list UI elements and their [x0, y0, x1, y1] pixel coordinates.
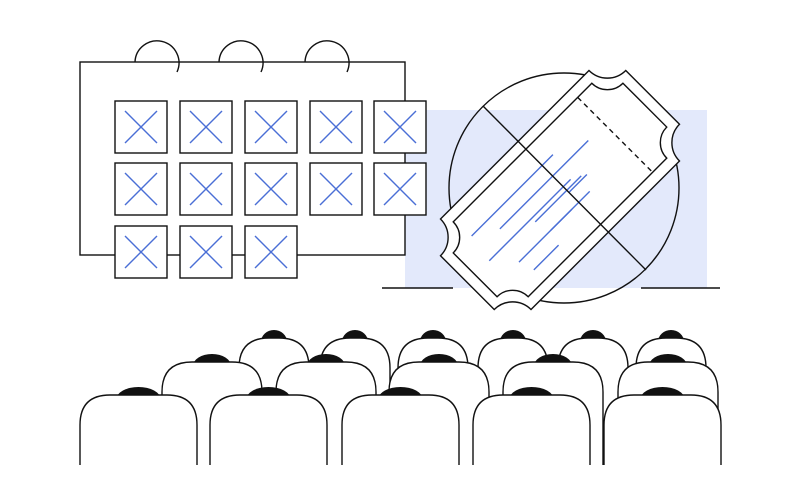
crossed-day [373, 162, 427, 216]
seat [472, 387, 591, 465]
ticket-text-line [568, 173, 588, 193]
theater-seats-icon [79, 330, 722, 465]
calendar-ring-icon [134, 40, 180, 73]
seat [79, 387, 198, 465]
ticket-text-line [550, 208, 573, 231]
crossed-day [179, 225, 233, 279]
calendar-ring-icon [218, 40, 264, 73]
ticket-text-line [471, 154, 554, 237]
calendar-ring-icon [304, 40, 350, 73]
crossed-day [179, 162, 233, 216]
crossed-day [114, 225, 168, 279]
seat [603, 387, 722, 465]
seat [341, 387, 460, 465]
crossed-day [244, 162, 298, 216]
crossed-day [114, 162, 168, 216]
crossed-day [244, 100, 298, 154]
crossed-day [309, 162, 363, 216]
ticket-text-line [488, 178, 572, 262]
ticket-inner-border [452, 82, 668, 298]
ticket-text-line [533, 244, 560, 271]
calendar-icon [79, 40, 427, 279]
ticket-text-line [534, 175, 582, 223]
seat [209, 387, 328, 465]
crossed-day [179, 100, 233, 154]
ticket-icon [439, 69, 681, 311]
crossed-day [309, 100, 363, 154]
crossed-day [114, 100, 168, 154]
backdrop-diagonal [482, 105, 647, 271]
crossed-day [244, 225, 298, 279]
ticket-text-line [499, 140, 589, 230]
crossed-day [373, 100, 427, 154]
